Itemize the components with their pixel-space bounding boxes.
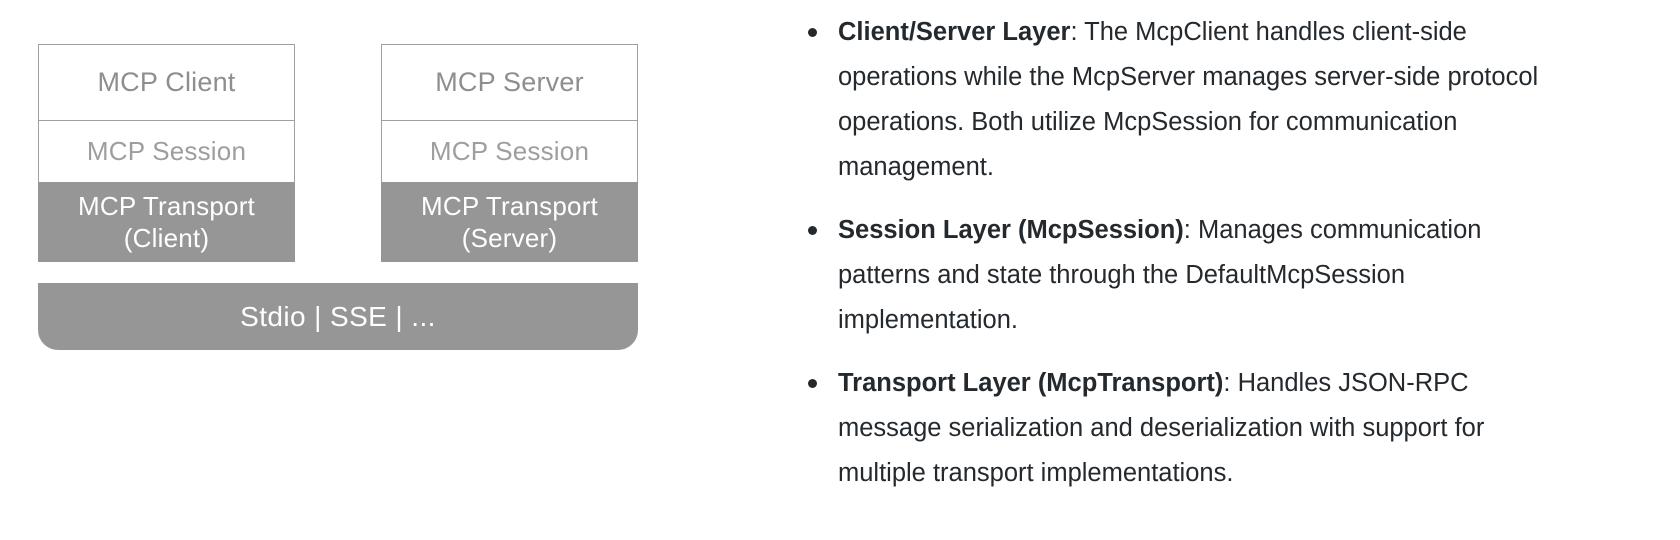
server-layer-box: MCP Server	[381, 44, 638, 120]
list-item-body: : Handles JSON-RPC message serialization…	[838, 369, 1485, 487]
mcp-architecture-diagram: MCP Client MCP Session MCP Transport (Cl…	[0, 0, 700, 540]
list-item-lead: Client/Server Layer	[838, 18, 1071, 46]
notes-list: Client/Server Layer: The McpClient handl…	[790, 10, 1590, 496]
server-transport-layer-box: MCP Transport (Server)	[381, 182, 638, 262]
bullet-dot-icon	[808, 379, 817, 388]
server-session-layer-box: MCP Session	[381, 120, 638, 182]
server-transport-label-line2: (Server)	[461, 223, 558, 253]
bullet-dot-icon	[808, 28, 817, 37]
client-transport-label-line1: MCP Transport	[78, 190, 255, 221]
architecture-notes: Client/Server Layer: The McpClient handl…	[790, 0, 1590, 540]
transport-protocols-label: Stdio | SSE | ...	[240, 300, 436, 332]
server-session-layer-label: MCP Session	[429, 136, 590, 166]
list-item: Session Layer (McpSession): Manages comm…	[808, 208, 1568, 343]
server-layer-label: MCP Server	[435, 67, 584, 97]
list-item-body: : Manages communication patterns and sta…	[838, 216, 1482, 334]
client-transport-layer-box: MCP Transport (Client)	[38, 182, 295, 262]
client-stack: MCP Client MCP Session MCP Transport (Cl…	[38, 44, 295, 262]
client-session-layer-label: MCP Session	[86, 136, 247, 166]
list-item-lead: Transport Layer (McpTransport)	[838, 369, 1224, 397]
server-stack: MCP Server MCP Session MCP Transport (Se…	[381, 44, 638, 262]
client-layer-label: MCP Client	[97, 67, 236, 97]
client-session-layer-box: MCP Session	[38, 120, 295, 182]
list-item: Client/Server Layer: The McpClient handl…	[808, 10, 1568, 190]
transport-protocols-bar: Stdio | SSE | ...	[38, 283, 638, 350]
server-transport-label-line1: MCP Transport	[421, 190, 598, 221]
client-layer-box: MCP Client	[38, 44, 295, 120]
client-transport-label-line2: (Client)	[123, 223, 210, 253]
bullet-dot-icon	[808, 226, 817, 235]
list-item: Transport Layer (McpTransport): Handles …	[808, 361, 1568, 496]
list-item-lead: Session Layer (McpSession)	[838, 216, 1184, 244]
list-item-body: : The McpClient handles client-side oper…	[838, 18, 1539, 181]
